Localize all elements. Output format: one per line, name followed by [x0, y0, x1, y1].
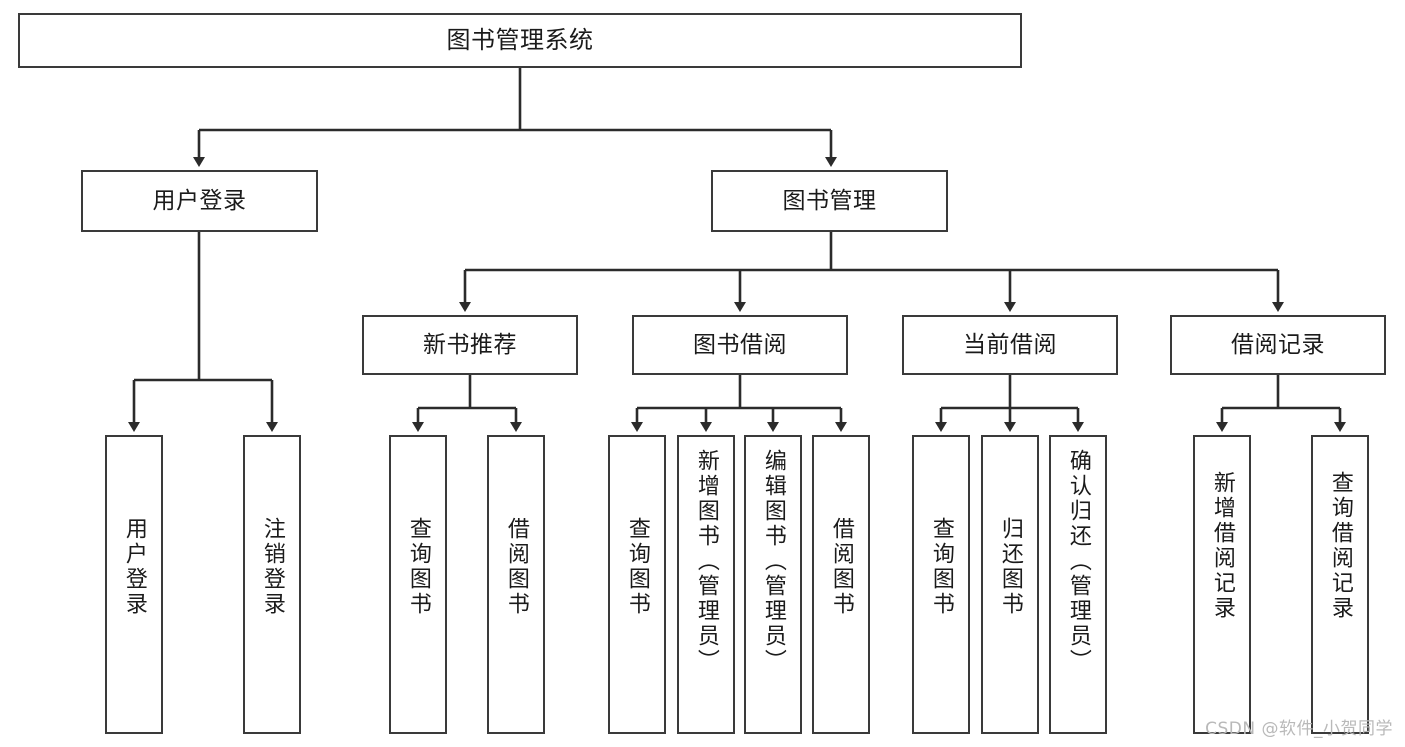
node-current-borrow[interactable]: 当前借阅 — [902, 315, 1118, 375]
node-label: 图书借阅 — [693, 331, 787, 358]
node-leaf-edit-book[interactable]: 编辑图书（管理员） — [744, 435, 802, 734]
node-label: 查询图书 — [624, 517, 650, 617]
node-label: 图书管理系统 — [446, 25, 594, 54]
node-leaf-borrow-book-2[interactable]: 借阅图书 — [812, 435, 870, 734]
node-leaf-confirm-return[interactable]: 确认归还（管理员） — [1049, 435, 1107, 734]
node-book-borrow[interactable]: 图书借阅 — [632, 315, 848, 375]
node-leaf-query-book-3[interactable]: 查询图书 — [912, 435, 970, 734]
node-label: 借阅图书 — [503, 517, 529, 617]
node-leaf-user-login[interactable]: 用户登录 — [105, 435, 163, 734]
node-label: 图书管理 — [782, 187, 877, 214]
node-label: 查询图书 — [928, 517, 954, 617]
node-label: 归还图书 — [997, 517, 1023, 617]
node-label: 新书推荐 — [423, 331, 517, 358]
node-label: 新增图书（管理员） — [693, 449, 719, 674]
node-label: 用户登录 — [121, 517, 147, 617]
node-leaf-query-book-1[interactable]: 查询图书 — [389, 435, 447, 734]
node-label: 借阅图书 — [828, 517, 854, 617]
node-leaf-return-book[interactable]: 归还图书 — [981, 435, 1039, 734]
node-leaf-query-record[interactable]: 查询借阅记录 — [1311, 435, 1369, 734]
node-label: 查询借阅记录 — [1327, 471, 1353, 621]
node-leaf-borrow-book-1[interactable]: 借阅图书 — [487, 435, 545, 734]
node-label: 编辑图书（管理员） — [760, 449, 786, 674]
node-label: 查询图书 — [405, 517, 431, 617]
node-leaf-query-book-2[interactable]: 查询图书 — [608, 435, 666, 734]
csdn-watermark: CSDN @软件_小贺同学 — [1205, 719, 1393, 739]
node-leaf-add-book[interactable]: 新增图书（管理员） — [677, 435, 735, 734]
node-label: 确认归还（管理员） — [1065, 449, 1091, 674]
node-book-management-system[interactable]: 图书管理系统 — [18, 13, 1022, 68]
node-new-book-recommend[interactable]: 新书推荐 — [362, 315, 578, 375]
node-leaf-logout-login[interactable]: 注销登录 — [243, 435, 301, 734]
node-label: 注销登录 — [259, 517, 285, 617]
node-user-login[interactable]: 用户登录 — [81, 170, 318, 232]
node-book-manage[interactable]: 图书管理 — [711, 170, 948, 232]
node-label: 借阅记录 — [1231, 331, 1325, 358]
node-label: 新增借阅记录 — [1209, 471, 1235, 621]
node-label: 当前借阅 — [963, 331, 1057, 358]
node-label: 用户登录 — [152, 187, 247, 214]
node-leaf-add-record[interactable]: 新增借阅记录 — [1193, 435, 1251, 734]
node-borrow-record[interactable]: 借阅记录 — [1170, 315, 1386, 375]
